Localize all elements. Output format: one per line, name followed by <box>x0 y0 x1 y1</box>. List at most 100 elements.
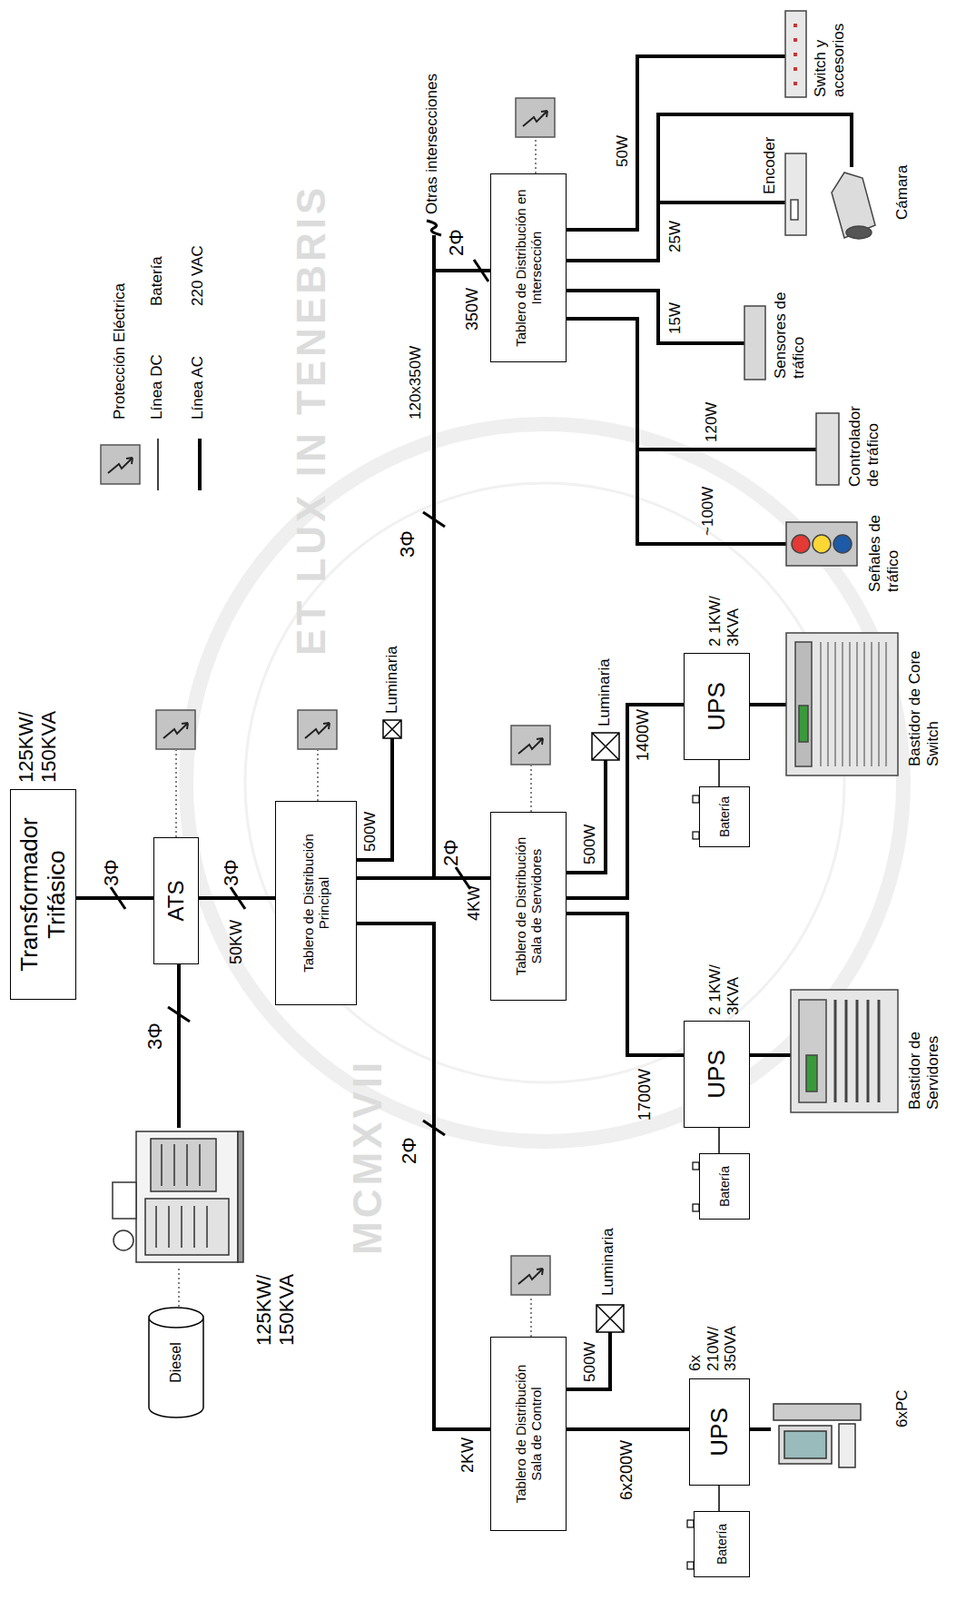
phase-label: 3Φ <box>219 858 243 887</box>
dotted-link <box>175 749 177 838</box>
pc-screen <box>784 1430 827 1459</box>
node-label: ATS <box>163 880 189 922</box>
node-label: Batería <box>717 796 732 838</box>
cylinder-path <box>148 1307 204 1418</box>
node-label: Tablero de Distribución Sala de Servidor… <box>512 824 545 988</box>
node-label: Tablero de Distribución Principal <box>300 821 333 986</box>
generator-skid <box>237 1131 244 1262</box>
luminaire-symbols <box>383 719 624 1332</box>
generator-wire <box>177 964 181 1128</box>
protection-symbols <box>100 98 555 1295</box>
battery-terminal <box>692 1162 700 1170</box>
dc-line <box>718 1127 720 1154</box>
power-label: 350W <box>463 287 483 331</box>
battery-terminal <box>692 1203 700 1212</box>
phase-label: 2Φ <box>444 228 468 257</box>
node-text: UPS <box>706 1407 734 1456</box>
rating-label: 6x 210W/ 350VA <box>686 1318 740 1371</box>
rack-display <box>806 1054 818 1092</box>
phase-label: 2Φ <box>397 1136 421 1164</box>
ac-line <box>566 913 684 1055</box>
phase-label: 3Φ <box>143 1022 167 1050</box>
power-label: 15W <box>666 302 685 335</box>
rack-display <box>798 705 809 742</box>
device-label: Luminaria <box>595 658 614 727</box>
rating-label: 125KW/ 150KVA <box>252 1254 299 1346</box>
fuel-link <box>177 1265 179 1307</box>
seal-ring <box>245 482 845 1083</box>
pc-tower <box>773 1403 861 1420</box>
ac-line <box>76 896 154 900</box>
power-label: 25W <box>666 220 685 253</box>
red-lamp <box>791 534 810 553</box>
watermark-text: ET LUX IN TENEBRIS <box>288 184 336 656</box>
device-label: Bastidor de Core Switch <box>906 630 942 767</box>
distribution-board: Tablero de Distribución en Intersección <box>490 173 567 363</box>
power-label: 120x350W <box>406 345 425 420</box>
phase-label: 2Φ <box>439 838 463 867</box>
node-label: Batería <box>714 1523 730 1565</box>
protection-symbol <box>156 709 196 750</box>
device-label: 6xPC <box>893 1389 912 1428</box>
generator-frame <box>136 1131 238 1262</box>
diesel-tank: Diesel <box>147 1306 205 1419</box>
generator-illustration <box>112 1131 244 1262</box>
camera-body <box>831 172 876 238</box>
rack-unit <box>798 999 827 1103</box>
engine-head <box>112 1182 137 1219</box>
camera-lens <box>846 226 872 239</box>
power-label: 50KW <box>226 919 247 965</box>
luminaire-wire <box>356 738 393 860</box>
engine-pulley <box>113 1230 134 1251</box>
engine-fins <box>156 1143 207 1248</box>
protection-symbol <box>515 98 555 138</box>
battery-box: Batería <box>699 786 750 848</box>
node-text: ATS <box>163 880 189 922</box>
switch-ports <box>793 23 798 86</box>
ac-line <box>198 896 276 900</box>
power-label: 1700W <box>635 1068 655 1121</box>
rating-label: 2 1KW/ 3KVA <box>706 582 742 647</box>
server-slots <box>835 999 879 1103</box>
legend-ac-line <box>197 438 202 491</box>
legend-protection-symbol <box>100 444 140 484</box>
luminaire-wire <box>566 1331 611 1390</box>
device-label: Encoder <box>760 137 779 195</box>
device-label: Luminaria <box>383 645 402 714</box>
node-label: UPS <box>703 681 731 730</box>
ats-box: ATS <box>153 837 199 965</box>
node-text: UPS <box>703 1049 731 1098</box>
device-label: Luminaria <box>599 1227 618 1296</box>
ac-line <box>356 270 491 878</box>
node-text: Transformador Trifásico <box>16 794 71 995</box>
dotted-link <box>530 765 532 812</box>
pc-keyboard <box>838 1423 856 1468</box>
note-label: Otras intersecciones <box>423 73 442 215</box>
luminaire-symbol <box>596 1304 624 1332</box>
pc-monitor <box>778 1425 832 1464</box>
alternator <box>150 1138 217 1192</box>
phase-slash <box>167 1006 190 1022</box>
dc-line <box>718 1485 720 1511</box>
luminaire-symbol <box>591 732 620 760</box>
node-label: Transformador Trifásico <box>16 794 71 995</box>
luminaire-symbol <box>383 719 402 739</box>
node-label: Tablero de Distribución Sala de Control <box>512 1351 545 1516</box>
device-label: Sensores de tráfico <box>771 287 808 379</box>
continuation-tilde <box>426 220 442 236</box>
engine-block <box>145 1198 229 1255</box>
rack-wire <box>749 702 787 707</box>
node-label: Diesel <box>167 1341 185 1382</box>
protection-symbol <box>297 709 337 750</box>
ups-box: UPS <box>683 1020 750 1128</box>
power-label: 2KW <box>458 1437 478 1473</box>
node-text: UPS <box>703 681 731 730</box>
node-label: UPS <box>703 1049 731 1098</box>
rack-illustrations <box>786 632 898 1113</box>
legend-text: Línea DC <box>147 354 167 420</box>
legend-dc-line <box>157 438 159 491</box>
battery-terminal <box>687 1561 694 1569</box>
rating-label: 2 1KW/ 3KVA <box>706 951 742 1016</box>
